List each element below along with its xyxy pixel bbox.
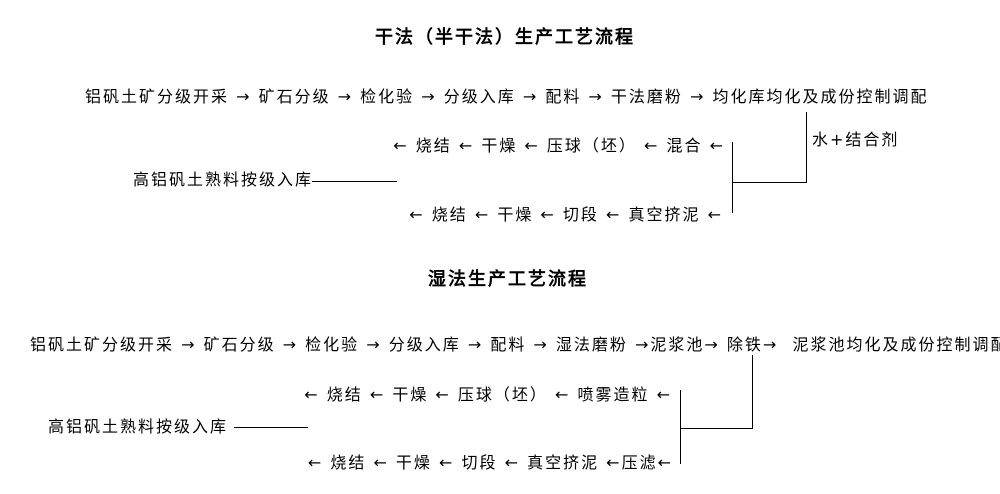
wet-process-feed-connector-vertical [752, 355, 753, 429]
wet-process-storage-label: 高铝矾土熟料按级入库 [48, 417, 229, 436]
wet-process-main-row: 铝矾土矿分级开采 → 矿石分级 → 检化验 → 分级入库 → 配料 → 湿法磨粉… [30, 335, 1000, 354]
dry-process-title: 干法（半干法）生产工艺流程 [375, 27, 635, 48]
dry-process-additive-label: 水+结合剂 [812, 130, 900, 149]
wet-process-return-bottom-row: ← 烧结 ← 干燥 ← 切段 ← 真空挤泥 ←压滤← [307, 453, 673, 472]
dry-process-storage-label: 高铝矾土熟料按级入库 [133, 170, 314, 189]
wet-process-branch-connector-vertical [680, 390, 681, 464]
dry-process-feed-connector-vertical [806, 112, 807, 182]
dry-process-return-bottom-row: ← 烧结 ← 干燥 ← 切段 ← 真空挤泥 ← [409, 205, 723, 224]
dry-process-feed-connector-horizontal [732, 182, 807, 183]
dry-process-branch-connector-vertical [732, 142, 733, 213]
wet-process-storage-connector-line [234, 427, 308, 428]
wet-process-feed-connector-horizontal [680, 428, 753, 429]
dry-process-return-top-row: ← 烧结 ← 干燥 ← 压球（坯） ← 混合 ← [393, 136, 725, 155]
dry-process-main-row: 铝矾土矿分级开采 → 矿石分级 → 检化验 → 分级入库 → 配料 → 干法磨粉… [85, 87, 929, 106]
wet-process-title: 湿法生产工艺流程 [428, 269, 588, 290]
wet-process-return-top-row: ← 烧结 ← 干燥 ← 压球（坯） ← 喷雾造粒 ← [304, 385, 672, 404]
dry-process-storage-connector-line [312, 181, 397, 182]
